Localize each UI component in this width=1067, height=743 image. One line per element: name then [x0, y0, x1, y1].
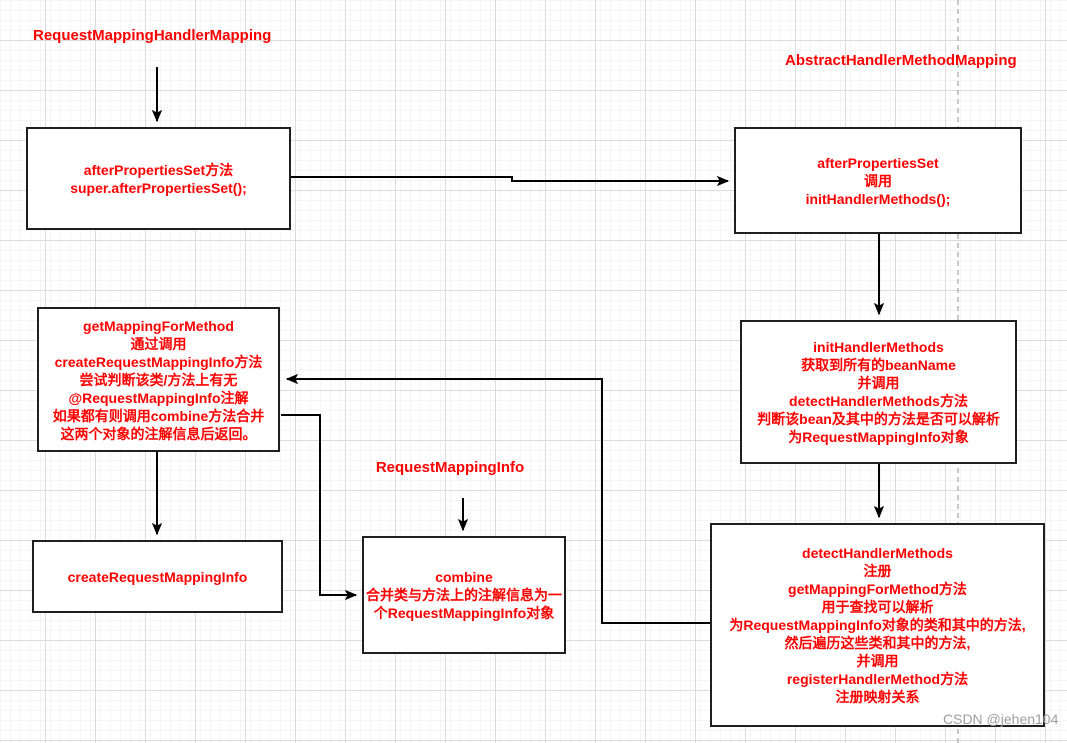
node-text: createRequestMappingInfo	[68, 568, 248, 586]
node-text-line: 通过调用	[130, 335, 187, 352]
node-text-line: 尝试判断该类/方法上有无	[79, 371, 238, 388]
node-getmappingformethod: getMappingForMethod 通过调用 createRequestMa…	[37, 307, 280, 452]
node-text-line: combine	[435, 569, 493, 585]
node-text-line: detectHandlerMethods方法	[789, 393, 968, 409]
node-text-line: initHandlerMethods	[813, 339, 944, 355]
node-text: detectHandlerMethods 注册 getMappingForMet…	[729, 544, 1025, 706]
node-text-line: createRequestMappingInfo	[67, 568, 248, 585]
node-detecthandlermethods: detectHandlerMethods 注册 getMappingForMet…	[710, 523, 1045, 727]
node-text-line: afterPropertiesSet方法	[83, 161, 234, 178]
node-text-line: super.afterPropertiesSet();	[70, 179, 247, 196]
node-text-line: getMappingForMethod方法	[788, 581, 967, 597]
connector-getmappingformethod-to-combine	[281, 414, 358, 601]
node-text: initHandlerMethods 获取到所有的beanName 并调用 de…	[757, 338, 1000, 446]
label-requestmappinginfo: RequestMappingInfo	[375, 459, 525, 476]
node-text-line: 获取到所有的beanName	[801, 357, 956, 373]
node-text-line: 判断该bean及其中的方法是否可以解析	[757, 411, 1000, 427]
node-text-line: @RequestMappingInfo注解	[68, 389, 249, 406]
node-text-line: afterPropertiesSet	[817, 154, 939, 171]
node-text-line: 注册	[863, 563, 892, 579]
node-text-line: 调用	[864, 172, 892, 189]
node-text: getMappingForMethod 通过调用 createRequestMa…	[53, 317, 265, 443]
node-text-line: detectHandlerMethods	[802, 545, 953, 561]
csdn-watermark: CSDN @jehen104	[943, 711, 1059, 727]
node-text: afterPropertiesSet 调用 initHandlerMethods…	[806, 154, 951, 208]
node-text-line: 为RequestMappingInfo对象	[788, 429, 969, 445]
node-createrequestmappinginfo: createRequestMappingInfo	[32, 540, 283, 613]
node-text-line: 注册映射关系	[835, 689, 920, 705]
connector-afterpropertiesset-method-to-afterpropertiesset	[291, 175, 730, 187]
node-text-line: 用于查找可以解析	[821, 599, 934, 615]
node-text-line: getMappingForMethod	[83, 317, 234, 334]
node-text-line: createRequestMappingInfo方法	[54, 353, 263, 370]
node-text-line: 然后遍历这些类和其中的方法,	[784, 635, 971, 651]
node-text-line: 如果都有则调用combine方法合并	[52, 407, 265, 424]
node-inithandlermethods: initHandlerMethods 获取到所有的beanName 并调用 de…	[740, 320, 1017, 464]
node-text-line: initHandlerMethods();	[805, 190, 951, 207]
node-text-line: 并调用	[857, 375, 900, 391]
node-text-line: 合并类与方法上的注解信息为一	[366, 587, 562, 603]
node-afterpropertiesset: afterPropertiesSet 调用 initHandlerMethods…	[734, 127, 1022, 234]
node-afterpropertiesset-method: afterPropertiesSet方法 super.afterProperti…	[26, 127, 291, 230]
node-text-line: registerHandlerMethod方法	[786, 671, 969, 687]
node-text: combine 合并类与方法上的注解信息为一 个RequestMappingIn…	[366, 568, 562, 622]
node-combine: combine 合并类与方法上的注解信息为一 个RequestMappingIn…	[362, 536, 566, 654]
node-text-line: 为RequestMappingInfo对象的类和其中的方法,	[729, 617, 1026, 633]
node-text: afterPropertiesSet方法 super.afterProperti…	[70, 161, 247, 197]
node-text-line: 这两个对象的注解信息后返回。	[60, 425, 257, 442]
label-requestmappinghandlermapping: RequestMappingHandlerMapping	[33, 27, 272, 44]
label-abstracthandlermethodmapping: AbstractHandlerMethodMapping	[785, 52, 1017, 69]
node-text-line: 个RequestMappingInfo对象	[373, 605, 555, 621]
node-text-line: 并调用	[856, 653, 899, 669]
